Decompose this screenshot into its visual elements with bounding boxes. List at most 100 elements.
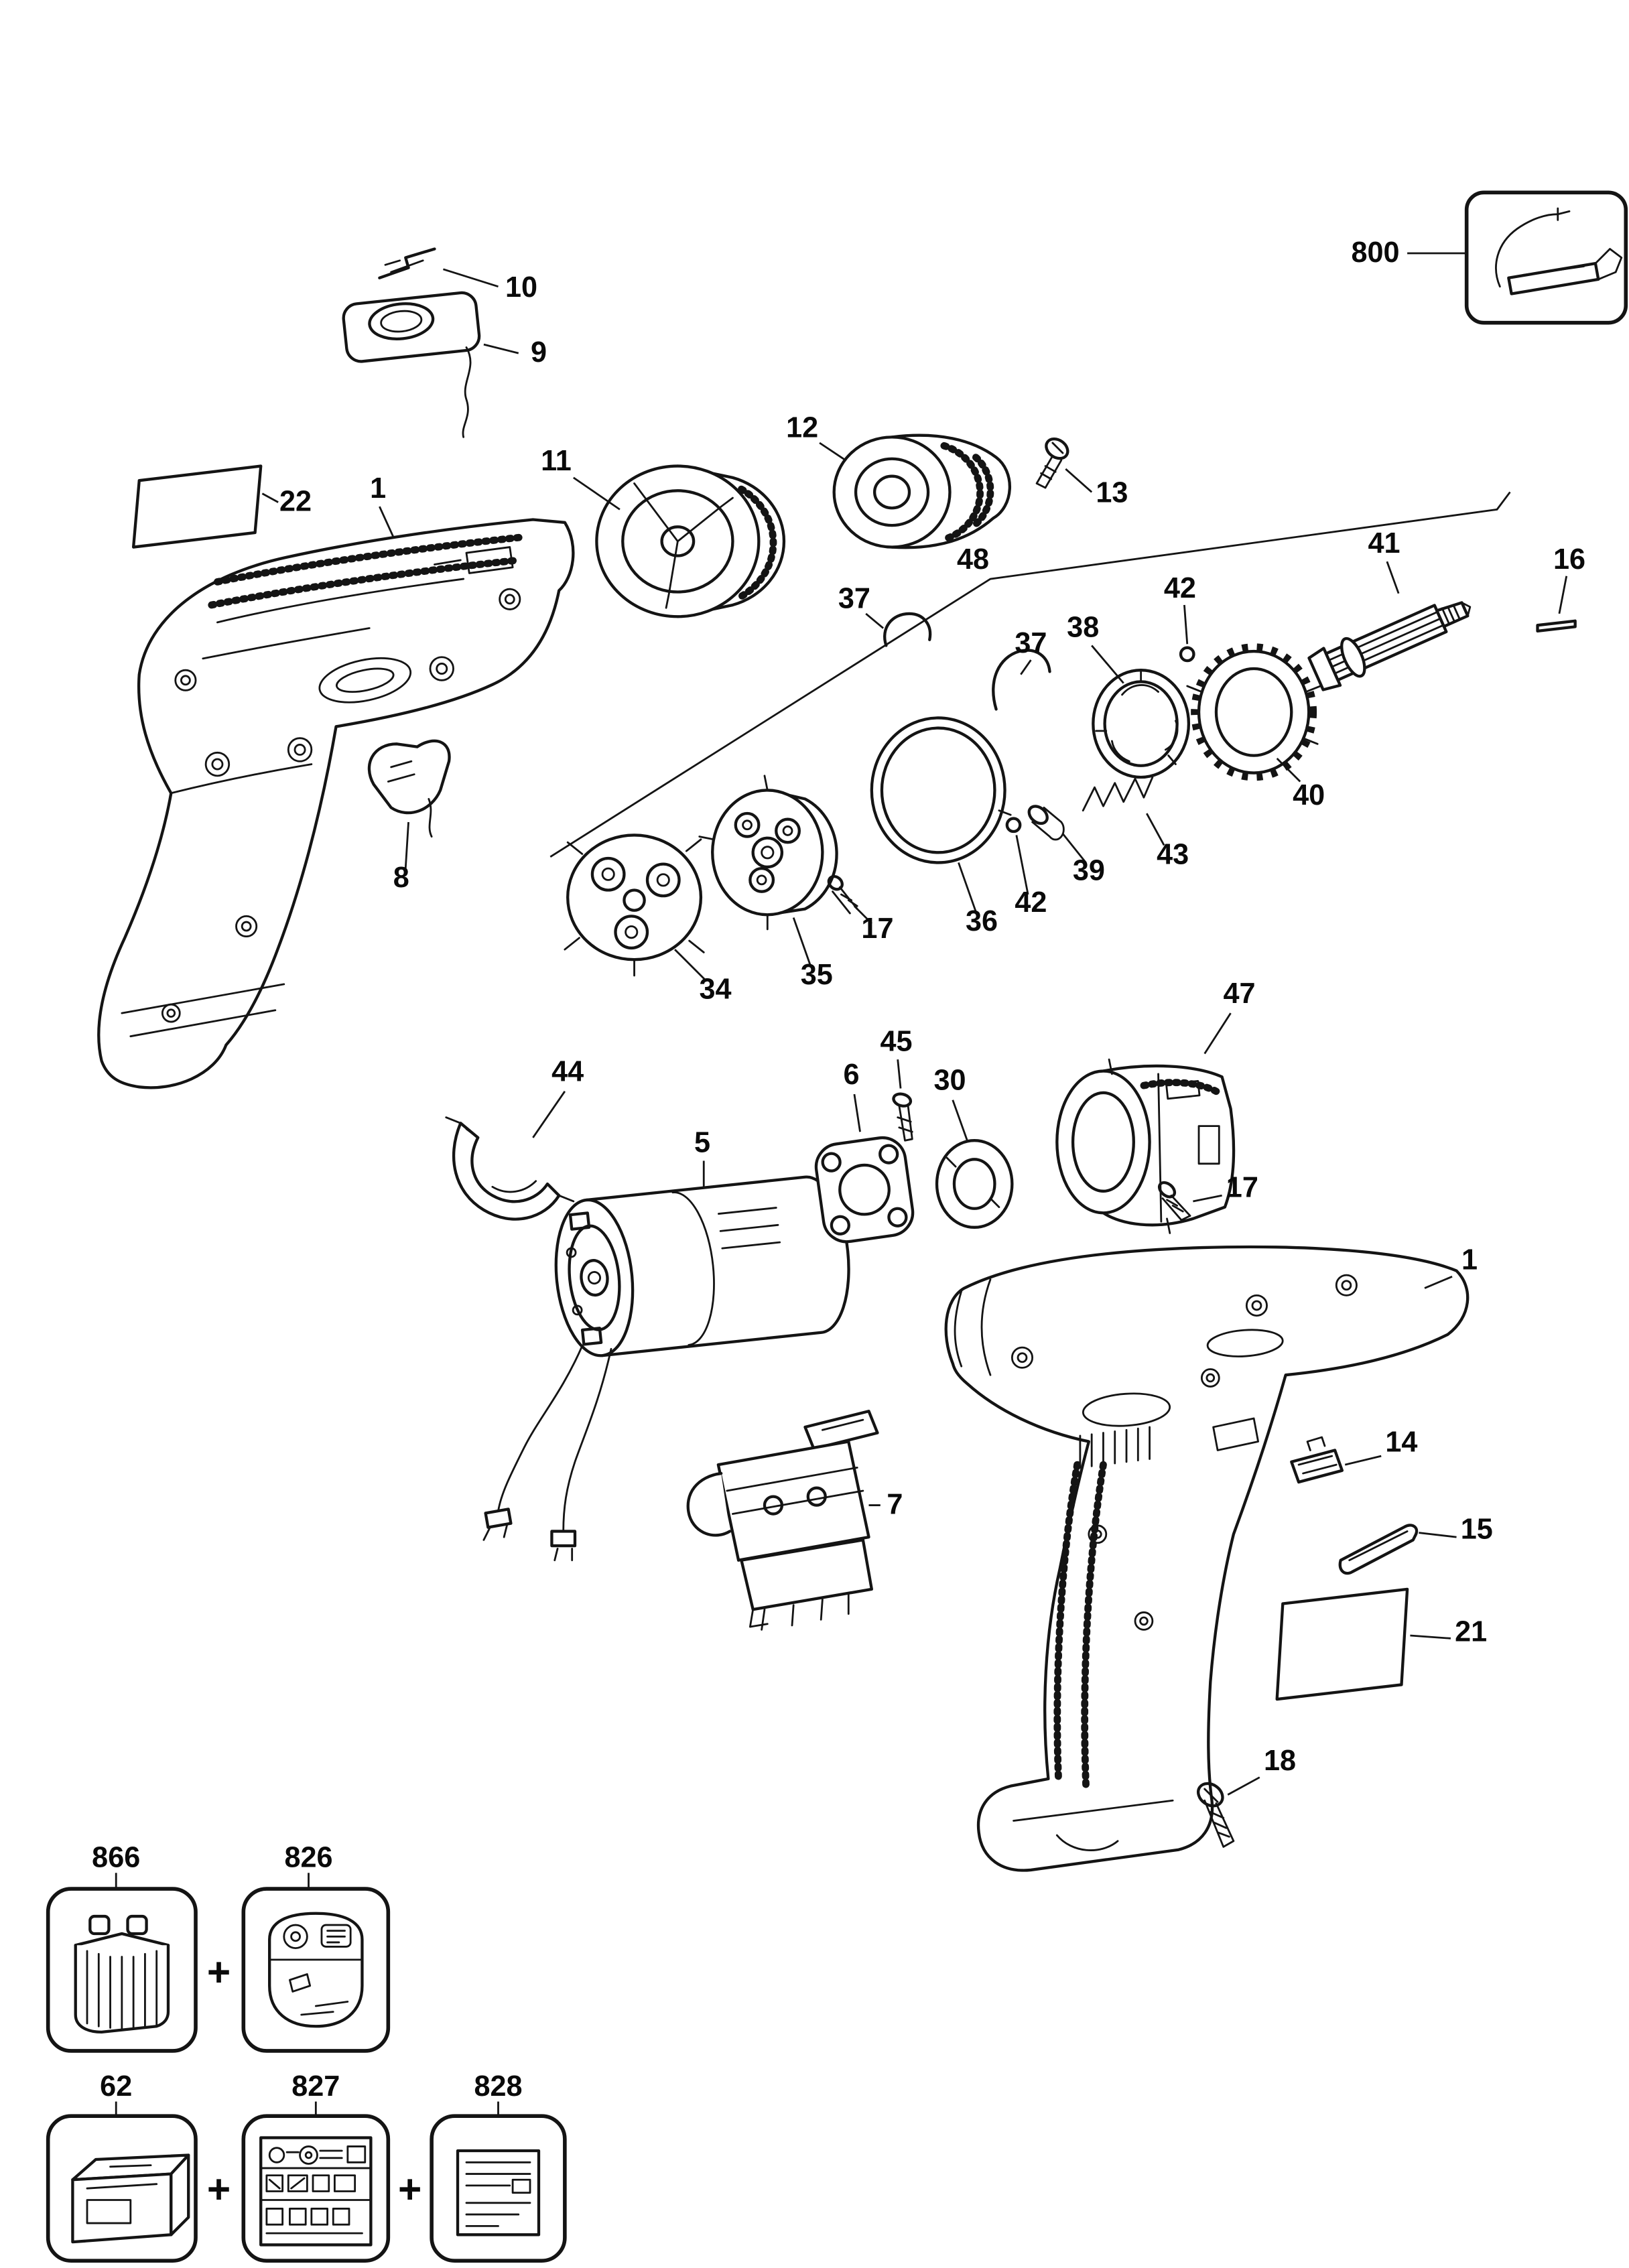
part-34-planet-carrier-drawing xyxy=(564,833,705,977)
part-45-screw-drawing xyxy=(892,1092,913,1142)
callout-16: 16 xyxy=(1553,543,1585,614)
callout-800-label: 800 xyxy=(1352,237,1400,269)
callout-827: 827 xyxy=(291,2070,340,2117)
part-5-motor-wires-drawing xyxy=(482,1345,612,1562)
callout-14: 14 xyxy=(1344,1426,1417,1466)
callout-44-label: 44 xyxy=(551,1056,584,1088)
part-42-ball-a-drawing xyxy=(1179,646,1195,663)
part-866-battery-drawing xyxy=(46,1887,198,2053)
part-16-pin-drawing xyxy=(1536,619,1577,632)
callout-6-label: 6 xyxy=(844,1059,860,1091)
callout-40: 40 xyxy=(1276,757,1325,811)
part-35-gear-case-drawing xyxy=(698,775,838,931)
callout-14-label: 14 xyxy=(1385,1426,1417,1459)
part-37-wire-clip-a-drawing xyxy=(883,612,932,647)
callout-7: 7 xyxy=(868,1489,903,1521)
callout-47-label: 47 xyxy=(1223,978,1255,1010)
callout-37-b-label: 37 xyxy=(1015,627,1047,659)
part-47-gear-housing-drawing xyxy=(1055,1058,1236,1234)
callout-34-label: 34 xyxy=(700,974,732,1006)
part-1-right-housing-drawing xyxy=(944,1245,1470,1872)
part-22-label-sticker-drawing xyxy=(131,464,263,549)
callout-827-label: 827 xyxy=(291,2070,340,2103)
part-37-wire-clip-b-drawing xyxy=(992,649,1051,711)
callout-37-b: 37 xyxy=(1015,627,1047,675)
callout-36: 36 xyxy=(958,862,998,937)
part-826-label-drawing xyxy=(241,1887,391,2053)
callout-42-a-label: 42 xyxy=(1164,572,1196,604)
part-14-button-drawing xyxy=(1290,1436,1344,1484)
callout-9: 9 xyxy=(483,336,547,369)
callout-17-b: 17 xyxy=(1193,1171,1258,1203)
callout-30: 30 xyxy=(933,1065,968,1141)
callout-6: 6 xyxy=(844,1059,861,1132)
callout-18-label: 18 xyxy=(1264,1745,1296,1777)
callout-10-label: 10 xyxy=(505,271,537,304)
plus-separator-2: + xyxy=(207,2166,231,2212)
callout-12: 12 xyxy=(786,411,846,462)
callout-45: 45 xyxy=(881,1025,913,1089)
part-40-ring-gear-drawing xyxy=(1186,643,1321,781)
part-41-spindle-drawing xyxy=(1307,601,1472,691)
part-827-label-drawing xyxy=(241,2114,391,2263)
callout-62: 62 xyxy=(100,2070,132,2117)
callout-11-label: 11 xyxy=(541,445,572,477)
callout-22-label: 22 xyxy=(279,486,312,518)
callout-48-label: 48 xyxy=(957,543,989,576)
part-8-clip-drawing xyxy=(367,739,451,838)
callout-35: 35 xyxy=(792,917,833,991)
callout-826-label: 826 xyxy=(284,1842,332,1874)
callout-42-b: 42 xyxy=(1015,835,1047,919)
part-9-plate-drawing xyxy=(342,291,481,438)
part-43-spring-drawing xyxy=(1082,776,1154,812)
callout-8: 8 xyxy=(393,821,409,894)
callout-35-label: 35 xyxy=(801,959,833,991)
plus-separator-1: + xyxy=(207,1949,231,1995)
callout-39: 39 xyxy=(1061,833,1105,886)
part-18-screw-drawing xyxy=(1197,1782,1235,1848)
part-7-switch-drawing xyxy=(686,1410,879,1631)
part-36-ring-drawing xyxy=(870,716,1012,864)
part-828-label-drawing xyxy=(430,2114,567,2263)
assembly-axis-line xyxy=(549,491,1511,858)
callout-21-label: 21 xyxy=(1455,1616,1487,1648)
callout-45-label: 45 xyxy=(881,1025,913,1057)
callout-22: 22 xyxy=(261,486,312,518)
part-5-motor-drawing xyxy=(554,1175,850,1357)
callout-826: 826 xyxy=(284,1842,333,1889)
callout-866: 866 xyxy=(92,1842,140,1889)
callout-21: 21 xyxy=(1410,1616,1487,1648)
callout-47: 47 xyxy=(1203,978,1256,1055)
callout-828-label: 828 xyxy=(474,2070,522,2103)
callout-828: 828 xyxy=(474,2070,523,2117)
part-30-washer-drawing xyxy=(935,1139,1014,1229)
callout-5-label: 5 xyxy=(694,1127,710,1159)
part-15-clip-drawing xyxy=(1338,1524,1419,1575)
callout-13: 13 xyxy=(1065,468,1128,509)
callout-42-b-label: 42 xyxy=(1015,886,1047,919)
part-17-screw-b-drawing xyxy=(1157,1181,1191,1221)
callout-8-label: 8 xyxy=(393,862,409,894)
callout-62-label: 62 xyxy=(100,2070,132,2103)
callout-9-label: 9 xyxy=(531,336,547,369)
part-6-end-plate-drawing xyxy=(814,1136,915,1244)
part-10-clip-drawing xyxy=(378,247,436,279)
callout-17-a-label: 17 xyxy=(861,913,893,945)
part-44-motor-mount-drawing xyxy=(445,1116,575,1221)
callout-16-label: 16 xyxy=(1553,543,1585,576)
part-21-label-sticker-drawing xyxy=(1275,1587,1409,1701)
callout-44: 44 xyxy=(532,1056,584,1138)
callout-17-b-label: 17 xyxy=(1226,1171,1258,1203)
callout-11: 11 xyxy=(541,445,621,511)
callout-36-label: 36 xyxy=(966,905,998,937)
part-39-pin-drawing xyxy=(1027,805,1065,841)
callout-13-label: 13 xyxy=(1096,477,1128,509)
part-13-screw-drawing xyxy=(1035,437,1069,489)
part-38-ring-plate-drawing xyxy=(1092,669,1191,779)
callout-37-a: 37 xyxy=(838,582,885,629)
callout-1-right: 1 xyxy=(1424,1244,1478,1289)
callout-34: 34 xyxy=(674,949,732,1006)
callout-30-label: 30 xyxy=(933,1065,966,1097)
callout-10: 10 xyxy=(442,268,537,304)
part-1-left-housing-drawing xyxy=(97,518,575,1089)
